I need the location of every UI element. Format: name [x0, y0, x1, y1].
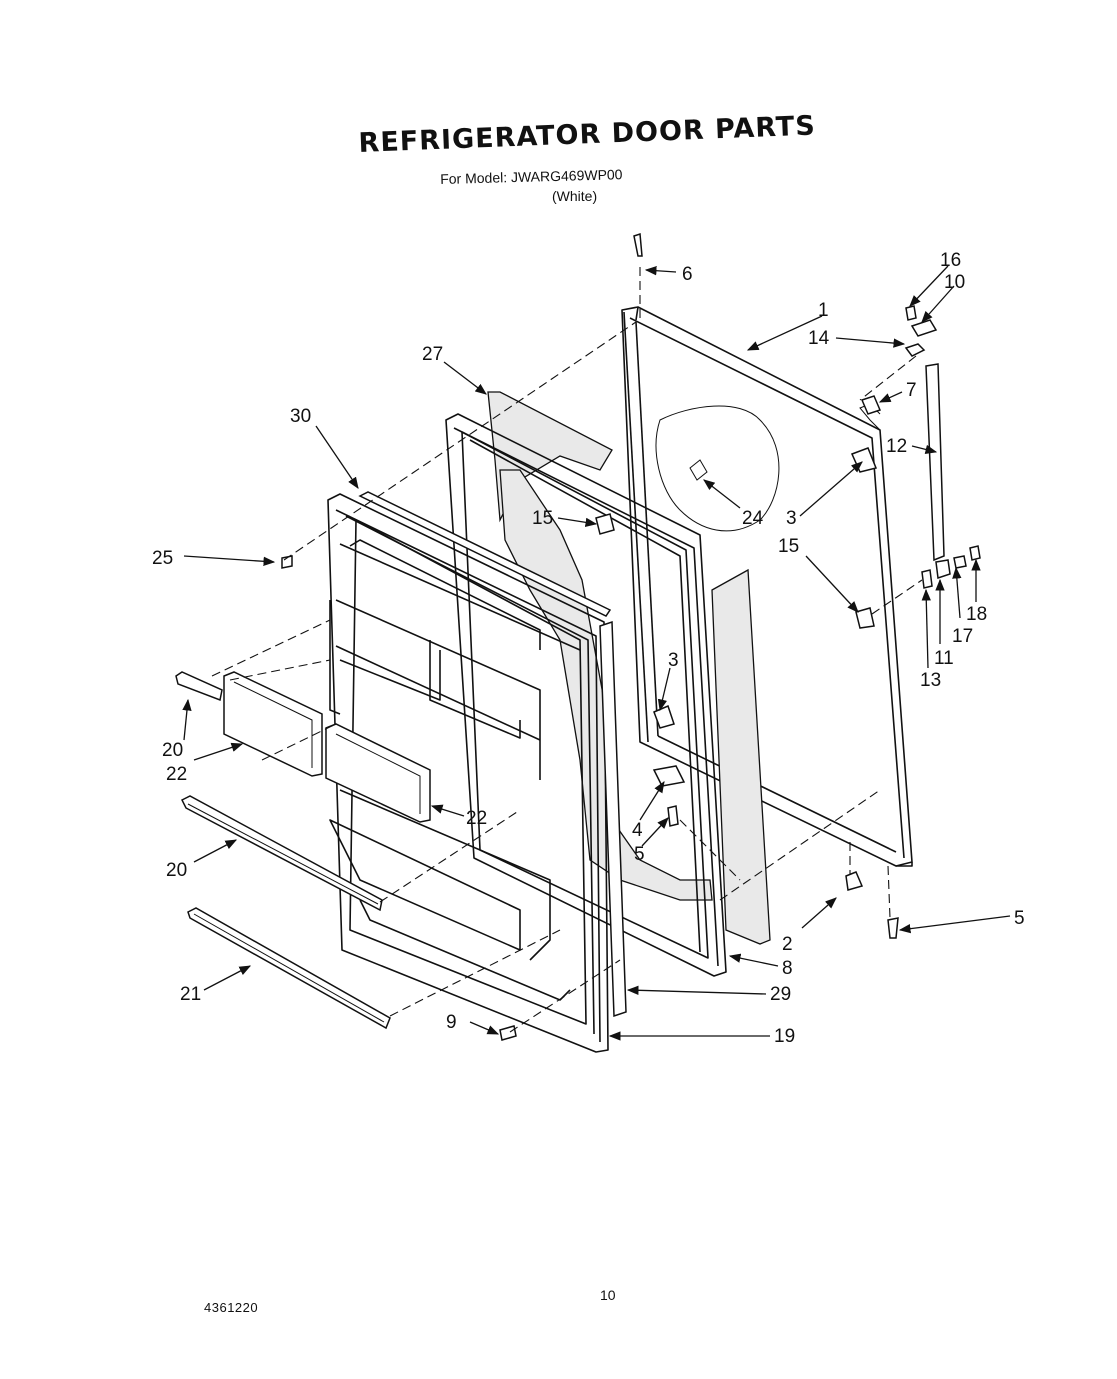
shelf-bar-middle — [180, 795, 383, 912]
callout-22-center: 22 — [466, 808, 487, 829]
callout-5-lower: 5 — [634, 844, 645, 865]
page-number: 10 — [600, 1287, 616, 1303]
door-strip — [358, 491, 627, 1018]
callout-4: 4 — [632, 820, 643, 841]
callout-11: 11 — [934, 648, 954, 669]
callout-19: 19 — [774, 1026, 795, 1047]
callout-1: 1 — [818, 300, 829, 321]
callout-9: 9 — [446, 1012, 457, 1033]
callout-14: 14 — [808, 328, 830, 349]
callout-5-right: 5 — [1014, 908, 1025, 929]
callout-10: 10 — [944, 272, 965, 293]
callout-7: 7 — [906, 380, 917, 401]
foam-insulation — [487, 391, 771, 945]
callout-24: 24 — [742, 508, 764, 529]
callout-15-hinge: 15 — [778, 536, 799, 557]
callout-18: 18 — [966, 604, 987, 625]
shelf-front-upper — [223, 671, 323, 777]
callout-30: 30 — [290, 406, 311, 427]
callout-16: 16 — [940, 250, 961, 271]
door-gasket — [445, 413, 727, 977]
inner-door-liner — [327, 493, 609, 1053]
callout-22-left: 22 — [166, 764, 187, 785]
callout-13: 13 — [920, 670, 941, 691]
color-label: (White) — [552, 188, 598, 204]
callout-25: 25 — [152, 548, 173, 569]
assembly-lines — [211, 262, 923, 1033]
callout-21: 21 — [180, 984, 201, 1005]
callout-29: 29 — [770, 984, 791, 1005]
callout-17: 17 — [952, 626, 973, 647]
callout-leaders — [182, 265, 1011, 1041]
callout-8: 8 — [782, 958, 793, 979]
callout-3-hinge: 3 — [786, 508, 797, 529]
shelf-bar-lower — [187, 907, 391, 1030]
document-number: 4361220 — [204, 1300, 259, 1315]
hinge-parts — [281, 232, 981, 1041]
callout-27: 27 — [422, 344, 443, 365]
callout-2: 2 — [782, 934, 793, 955]
callout-12: 12 — [886, 436, 907, 457]
callout-15-inner: 15 — [532, 508, 553, 529]
callout-numbers: 1 2 3 3 4 5 5 6 7 8 9 10 11 12 13 14 15 … — [152, 250, 1025, 1047]
shelf-front-middle — [325, 723, 431, 823]
callout-20-upper: 20 — [162, 740, 183, 761]
callout-6: 6 — [682, 264, 693, 285]
callout-20-lower: 20 — [166, 860, 187, 881]
shelf-bar-upper — [175, 671, 223, 702]
callout-3-lower: 3 — [668, 650, 679, 671]
